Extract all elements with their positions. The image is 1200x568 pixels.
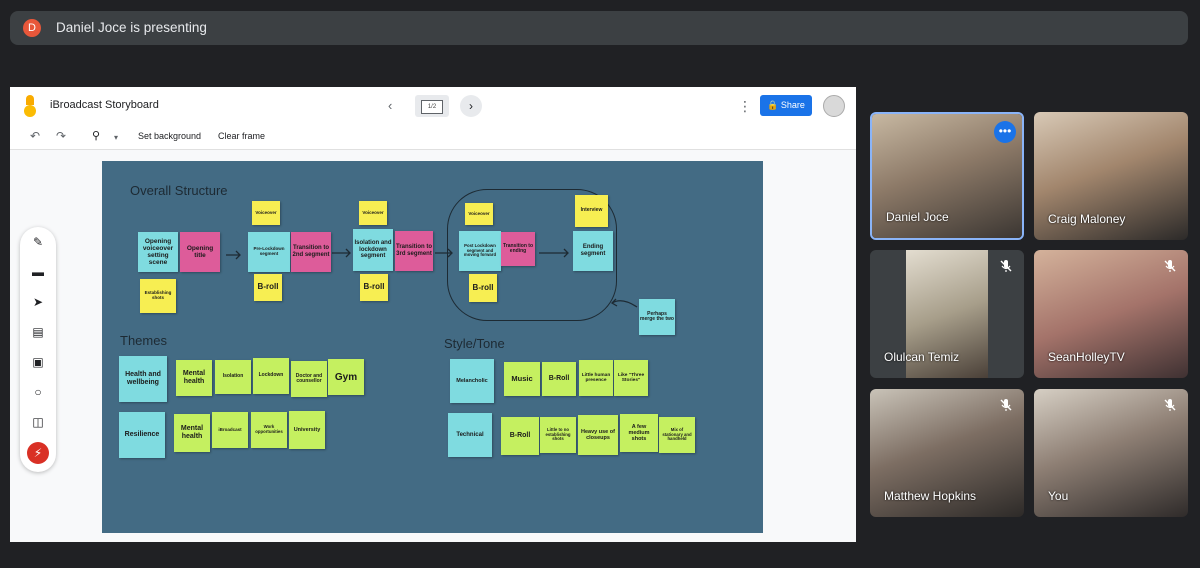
sticky-note[interactable]: Music — [504, 362, 540, 396]
sticky-note[interactable]: Transition to ending — [501, 232, 535, 266]
sticky-note[interactable]: Mental health — [176, 360, 212, 396]
sticky-note[interactable]: Transition to 3rd segment — [395, 231, 433, 271]
participant-tile[interactable]: SeanHolleyTV — [1034, 250, 1188, 378]
clear-frame-button[interactable]: Clear frame — [218, 131, 266, 141]
pen-icon[interactable]: ✎ — [32, 235, 44, 249]
sticky-note[interactable]: Isolation — [215, 360, 251, 394]
mic-off-icon — [1000, 260, 1012, 272]
sticky-note[interactable]: Gym — [328, 359, 364, 395]
share-button[interactable]: 🔒 Share — [760, 95, 812, 116]
sticky-note[interactable]: Isolation and lockdown segment — [353, 229, 393, 271]
sticky-note[interactable]: Little to no establishing shots — [540, 417, 576, 453]
participant-name: You — [1048, 489, 1069, 503]
sticky-note[interactable]: B-Roll — [542, 362, 576, 396]
sticky-note[interactable]: B-Roll — [501, 417, 539, 455]
sticky-note[interactable]: Opening voiceover setting scene — [138, 232, 178, 272]
text-box-icon[interactable]: ◫ — [32, 415, 44, 429]
jamboard-frame[interactable]: Overall Structure Themes Style/Tone Open… — [102, 161, 763, 533]
document-title[interactable]: iBroadcast Storyboard — [50, 99, 159, 111]
drawing-tools-sidebar: ✎ ▬ ➤ ▤ ▣ ○ ◫ ⚡ — [20, 227, 56, 472]
undo-icon[interactable]: ↶ — [30, 129, 41, 143]
arrows-drawing — [226, 248, 638, 308]
presenter-banner: D Daniel Joce is presenting — [10, 11, 1188, 45]
sticky-note[interactable]: A few medium shots — [620, 414, 658, 452]
sticky-note[interactable]: Voiceover — [465, 203, 493, 225]
participant-tile[interactable]: Matthew Hopkins — [870, 389, 1024, 517]
sticky-note-icon[interactable]: ▤ — [32, 325, 44, 339]
sticky-note[interactable]: Like "Three Stories" — [614, 360, 648, 396]
section-heading: Style/Tone — [444, 336, 505, 351]
sticky-note[interactable]: Mix of stationary and handheld — [659, 417, 695, 453]
sticky-note[interactable]: Health and wellbeing — [119, 356, 167, 402]
sticky-note[interactable]: Perhaps merge the two — [639, 299, 675, 335]
participant-tile[interactable]: You — [1034, 389, 1188, 517]
laser-icon[interactable]: ⚡ — [27, 442, 49, 464]
sticky-note[interactable]: Mental health — [174, 414, 210, 452]
presenter-banner-text: Daniel Joce is presenting — [56, 20, 207, 35]
participant-name: Olulcan Temiz — [884, 350, 960, 364]
sticky-note[interactable]: Opening title — [180, 232, 220, 272]
jamboard-header: iBroadcast Storyboard ‹ 1/2 › ⋮ 🔒 Share — [10, 87, 856, 125]
sticky-note[interactable]: Transition to 2nd segment — [291, 232, 331, 272]
share-label: Share — [780, 100, 805, 110]
more-options-icon[interactable]: ⋮ — [738, 98, 752, 114]
sticky-note[interactable]: Little human presence — [579, 360, 613, 396]
participant-name: Daniel Joce — [886, 210, 949, 224]
account-avatar[interactable] — [823, 95, 845, 117]
next-frame-icon[interactable]: › — [460, 95, 482, 117]
circled-group-drawing — [447, 189, 617, 321]
sticky-note[interactable]: Pre-Lockdown segment — [248, 232, 290, 272]
sticky-note[interactable]: Ending segment — [573, 231, 613, 271]
participant-tile[interactable]: Craig Maloney — [1034, 112, 1188, 240]
frame-indicator: 1/2 — [421, 100, 443, 114]
section-heading: Overall Structure — [130, 183, 228, 198]
sticky-note[interactable]: Doctor and counsellor — [291, 361, 327, 397]
section-heading: Themes — [120, 333, 167, 348]
circle-icon[interactable]: ○ — [34, 385, 42, 399]
more-options-icon[interactable]: ••• — [994, 121, 1016, 143]
participant-name: Craig Maloney — [1048, 212, 1126, 226]
presenter-avatar: D — [23, 19, 41, 37]
zoom-icon[interactable]: ⚲ — [92, 130, 101, 142]
sticky-note[interactable]: B-roll — [360, 274, 388, 301]
frame-bar-button[interactable]: 1/2 — [415, 95, 449, 117]
sticky-note[interactable]: Post Lockdown segment and moving forward — [459, 231, 501, 271]
mic-off-icon — [1164, 399, 1176, 411]
participant-tile[interactable]: ••• Daniel Joce — [870, 112, 1024, 240]
zoom-dropdown-icon[interactable]: ▾ — [114, 133, 119, 142]
eraser-icon[interactable]: ▬ — [32, 265, 44, 279]
image-icon[interactable]: ▣ — [32, 355, 44, 369]
mic-off-icon — [1000, 399, 1012, 411]
sticky-note[interactable]: Establishing shots — [140, 279, 176, 313]
set-background-button[interactable]: Set background — [138, 131, 202, 141]
sticky-note[interactable]: B-roll — [254, 274, 282, 301]
sticky-note[interactable]: Work opportunities — [251, 412, 287, 448]
sticky-note[interactable]: University — [289, 411, 325, 449]
sticky-note[interactable]: Voiceover — [252, 201, 280, 225]
sticky-note[interactable]: Lockdown — [253, 358, 289, 394]
select-icon[interactable]: ➤ — [32, 295, 44, 309]
redo-icon[interactable]: ↷ — [56, 129, 67, 143]
sticky-note[interactable]: Melancholic — [450, 359, 494, 403]
sticky-note[interactable]: Technical — [448, 413, 492, 457]
participant-name: SeanHolleyTV — [1048, 350, 1125, 364]
jamboard-toolbar: ↶ ↷ ⚲ ▾ Set background Clear frame — [10, 125, 856, 150]
sticky-note[interactable]: Heavy use of closeups — [578, 415, 618, 455]
participant-tile[interactable]: Olulcan Temiz — [870, 250, 1024, 378]
jamboard-logo-icon — [24, 95, 38, 117]
previous-frame-icon[interactable]: ‹ — [388, 98, 393, 113]
shared-screen[interactable]: iBroadcast Storyboard ‹ 1/2 › ⋮ 🔒 Share … — [10, 87, 856, 542]
sticky-note[interactable]: B-roll — [469, 274, 497, 302]
sticky-note[interactable]: Voiceover — [359, 201, 387, 225]
sticky-note[interactable]: iBroadcast — [212, 412, 248, 448]
sticky-note[interactable]: Resilience — [119, 412, 165, 458]
participant-name: Matthew Hopkins — [884, 489, 977, 503]
mic-off-icon — [1164, 260, 1176, 272]
sticky-note[interactable]: Interview — [575, 195, 608, 227]
